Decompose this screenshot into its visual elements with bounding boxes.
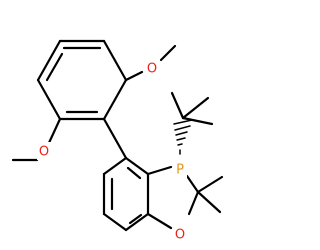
- atom-methoxy-top-oxygen: O: [145, 60, 159, 78]
- atom-ring-oxygen: O: [173, 226, 187, 244]
- ring-bond: [102, 156, 128, 176]
- ring-bond: [36, 78, 62, 121]
- oxaphosphole-ring: [146, 165, 200, 230]
- atom-methoxy-bottom-oxygen: O: [37, 142, 51, 160]
- hashed-wedge-bond: [173, 119, 193, 155]
- tert-butyl-group: [170, 91, 214, 155]
- o-c-bond: [146, 212, 173, 230]
- ring-bond: [124, 212, 150, 232]
- methyl-bond: [170, 91, 185, 120]
- phosphorus-label: P: [176, 163, 184, 178]
- ring-bond: [102, 212, 128, 232]
- methoxy-bond: [124, 70, 144, 82]
- ring-bond: [36, 39, 62, 82]
- p-c-bond: [185, 174, 200, 194]
- dimethoxyphenyl-ring: [36, 39, 128, 121]
- methoxy-top-oxygen-label: O: [147, 62, 157, 77]
- methoxy-bond: [46, 117, 62, 147]
- methyl-bond: [181, 96, 210, 120]
- atom-phosphorus: P: [173, 160, 187, 178]
- methoxy-group-bottom: [11, 117, 62, 162]
- gem-dimethyl: [196, 175, 224, 214]
- benzo-ring: [102, 156, 150, 232]
- biaryl-bond: [102, 117, 128, 160]
- methyl-bond: [181, 116, 214, 126]
- c-o-bond: [187, 190, 200, 216]
- aromatic-double-bond: [128, 213, 143, 225]
- ring-bond: [102, 39, 128, 82]
- ring-oxygen-label: O: [175, 228, 185, 243]
- methyl-bond: [196, 175, 224, 194]
- ring-bond: [124, 156, 150, 176]
- methyl-bond: [159, 44, 177, 62]
- aromatic-double-bond: [126, 166, 142, 180]
- aromatic-double-bond: [45, 52, 64, 82]
- molecular-structure: P O O O: [11, 39, 224, 244]
- methoxy-bottom-oxygen-label: O: [39, 145, 49, 160]
- c-p-bond: [146, 165, 173, 176]
- methoxy-group-top: [124, 44, 177, 82]
- methyl-bond: [196, 190, 222, 214]
- ring-bond: [102, 78, 128, 121]
